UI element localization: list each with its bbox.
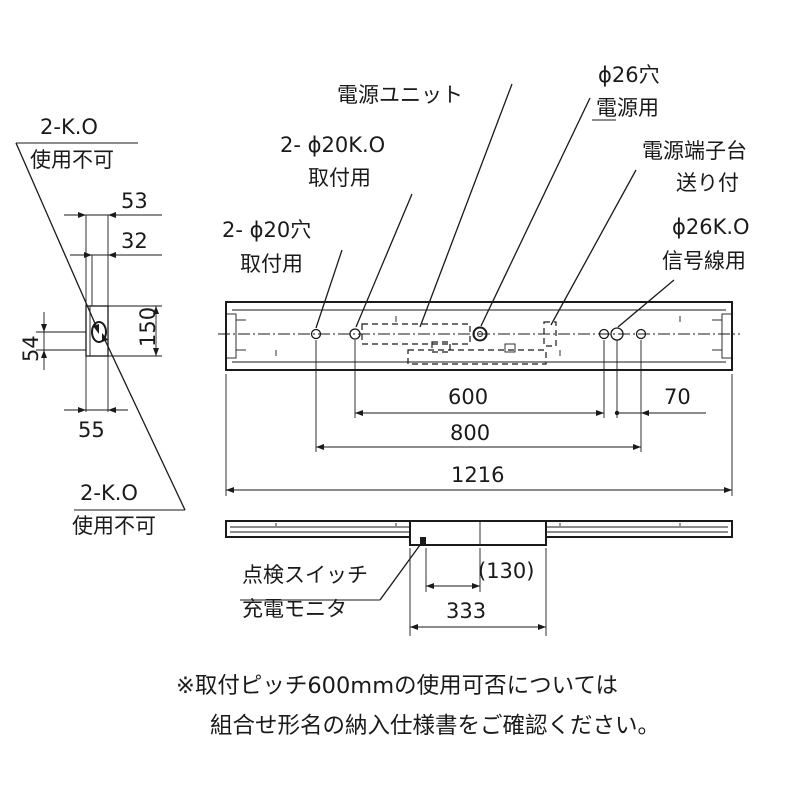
dim-800: 800 <box>450 421 490 445</box>
dim-54: 54 <box>19 335 43 362</box>
top-view <box>218 83 740 496</box>
note-line2: 組合せ形名の納入仕様書をご確認ください。 <box>210 713 660 739</box>
side-knockout <box>91 321 107 343</box>
ko-unusable-bottom-text: 使用不可 <box>72 514 156 538</box>
hole-20-text: 取付用 <box>240 252 303 276</box>
hole-20-code: 2- ϕ20穴 <box>222 218 311 242</box>
switch-line2: 充電モニタ <box>242 597 347 621</box>
ko-20-right <box>598 328 610 340</box>
ko-unusable-top-code: 2-K.O <box>40 115 98 139</box>
hole-26-text: 電源用 <box>596 96 659 120</box>
power-unit-label: 電源ユニット <box>337 83 463 107</box>
dim-333: 333 <box>446 599 486 623</box>
note-line1: ※取付ピッチ600mmの使用可否については <box>176 673 618 699</box>
ko-unusable-top-text: 使用不可 <box>30 148 114 172</box>
front-view <box>225 520 733 636</box>
terminal-line1: 電源端子台 <box>642 139 747 163</box>
dim-70: 70 <box>664 385 691 409</box>
hole-26-code: ϕ26穴 <box>598 63 660 87</box>
ko-unusable-bottom-code: 2-K.O <box>80 481 138 505</box>
hole-26 <box>472 326 488 342</box>
dim-1216: 1216 <box>451 463 504 487</box>
dim-55: 55 <box>78 418 105 442</box>
side-view <box>15 142 186 511</box>
ko-26-code: ϕ26K.O <box>672 215 750 239</box>
switch-line1: 点検スイッチ <box>242 563 368 587</box>
hole-20-left <box>310 328 322 340</box>
dim-130: (130) <box>478 559 534 583</box>
terminal-line2: 送り付 <box>676 171 739 195</box>
dim-53: 53 <box>121 189 148 213</box>
dim-150: 150 <box>136 307 160 347</box>
dim-32: 32 <box>121 229 148 253</box>
ko-20-text: 取付用 <box>308 166 371 190</box>
ko-20-left <box>349 328 361 340</box>
ko-20-code: 2- ϕ20K.O <box>280 133 385 157</box>
ko-26-text: 信号線用 <box>662 249 746 273</box>
hole-20-right <box>635 328 647 340</box>
dim-600: 600 <box>448 385 488 409</box>
